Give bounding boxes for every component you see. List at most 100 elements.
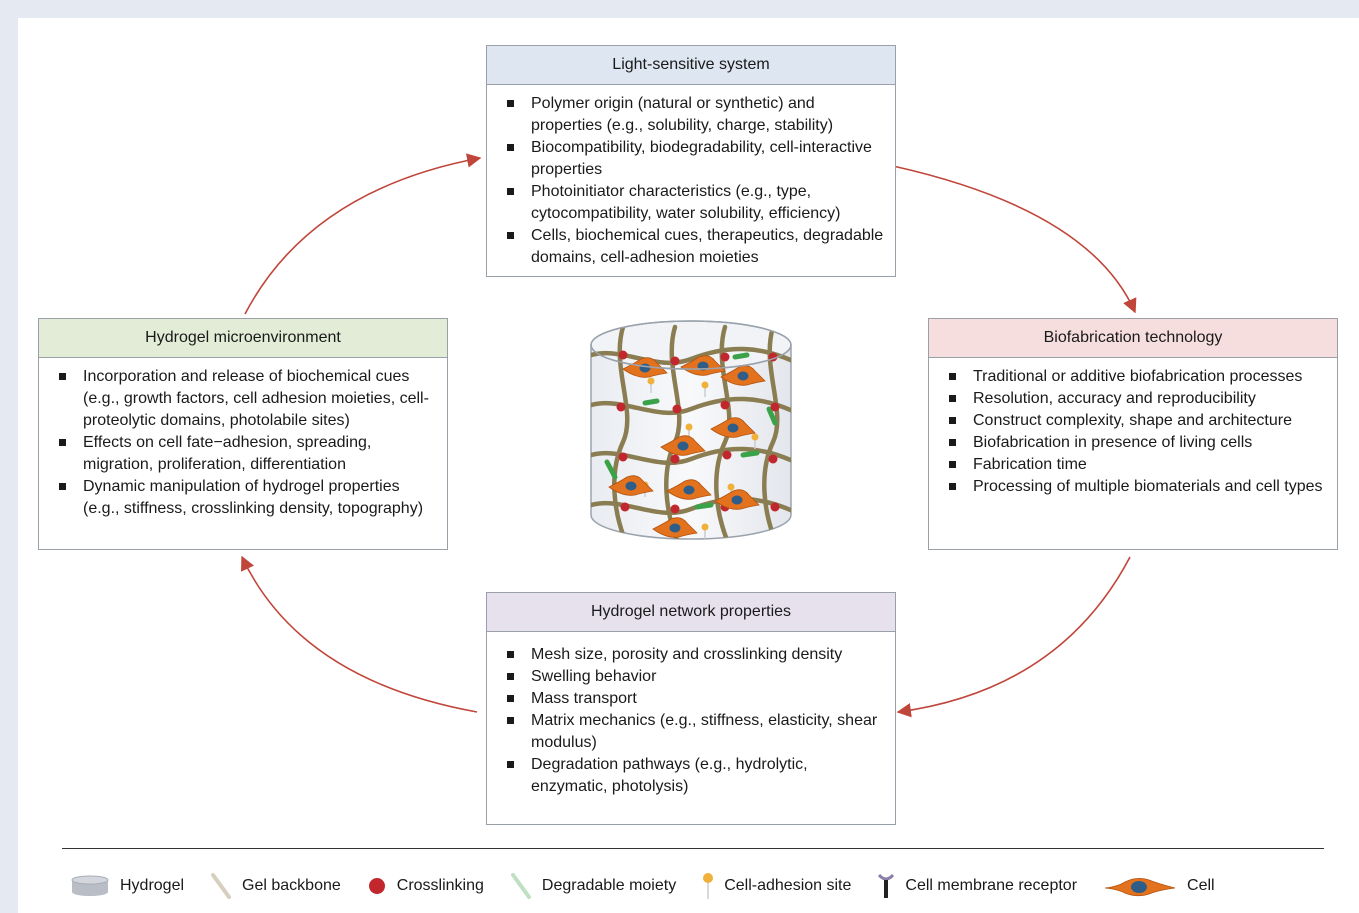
light-sensitive-system-list: Polymer origin (natural or synthetic) an…	[487, 85, 895, 275]
list-item: Cells, biochemical cues, therapeutics, d…	[501, 225, 885, 269]
arrow-network-to-micro	[241, 555, 478, 713]
crosslink-point	[616, 402, 626, 412]
list-item: Resolution, accuracy and reproducibility	[943, 388, 1327, 410]
biofabrication-technology-box: Biofabrication technology Traditional or…	[928, 318, 1338, 550]
list-item: Swelling behavior	[501, 666, 885, 688]
degradable-moiety-segment	[740, 450, 760, 458]
crosslink-point	[670, 356, 680, 366]
cell-nucleus	[677, 441, 689, 451]
legend-label: Gel backbone	[242, 877, 341, 894]
crosslink-point	[670, 454, 680, 464]
cell-nucleus	[731, 495, 743, 505]
cell-adhesion-site	[701, 381, 709, 389]
legend-item-cell-adhesion-site: Cell-adhesion site	[702, 871, 851, 901]
degradable-moiety-segment	[732, 352, 750, 360]
degradable-moiety-icon	[510, 873, 531, 899]
list-item: Degradation pathways (e.g., hydrolytic, …	[501, 754, 885, 798]
hydrogel-microenvironment-list: Incorporation and release of biochemical…	[39, 358, 447, 526]
gel-backbone-strand	[591, 396, 791, 416]
legend-item-hydrogel: Hydrogel	[70, 875, 184, 897]
gel-backbone-strand	[591, 446, 791, 466]
crosslink-point	[768, 454, 778, 464]
legend-item-gel-backbone: Gel backbone	[210, 872, 341, 900]
cell-icon	[1104, 878, 1176, 897]
cell-adhesion-site	[685, 423, 693, 431]
list-item: Dynamic manipulation of hydrogel propert…	[53, 476, 437, 520]
list-item: Mass transport	[501, 688, 885, 710]
cell-adhesion-site	[751, 433, 759, 441]
legend-label: Cell	[1187, 877, 1215, 894]
list-item: Construct complexity, shape and architec…	[943, 410, 1327, 432]
legend-item-cell: Cell	[1103, 874, 1215, 898]
crosslink-point	[618, 452, 628, 462]
gel-backbone-strand	[612, 324, 630, 539]
hydrogel-network-properties-box: Hydrogel network properties Mesh size, p…	[486, 592, 896, 825]
list-item: Incorporation and release of biochemical…	[53, 366, 437, 432]
legend-divider	[62, 848, 1324, 849]
cell-adhesion-site	[647, 377, 655, 385]
cell-nucleus	[639, 363, 651, 373]
list-item: Fabrication time	[943, 454, 1327, 476]
list-item: Polymer origin (natural or synthetic) an…	[501, 93, 885, 137]
gel-backbone-strand	[762, 324, 780, 539]
list-item: Biofabrication in presence of living cel…	[943, 432, 1327, 454]
hydrogel-microenvironment-box: Hydrogel microenvironment Incorporation …	[38, 318, 448, 550]
degradable-moiety-segment	[766, 406, 778, 426]
crosslinking-icon	[368, 878, 385, 894]
list-item: Biocompatibility, biodegradability, cell…	[501, 137, 885, 181]
cell-nucleus	[727, 423, 739, 433]
list-item: Effects on cell fate−adhesion, spreading…	[53, 432, 437, 476]
legend-label: Degradable moiety	[541, 877, 677, 894]
degradable-moiety-segment	[642, 398, 660, 406]
biofabrication-technology-list: Traditional or additive biofabrication p…	[929, 358, 1337, 504]
cell-nucleus	[625, 481, 637, 491]
hydrogel-network-properties-title: Hydrogel network properties	[487, 593, 895, 632]
crosslink-point	[720, 352, 730, 362]
gel-backbone-strand	[591, 346, 791, 366]
crosslink-point	[722, 450, 732, 460]
list-item: Traditional or additive biofabrication p…	[943, 366, 1327, 388]
gel-backbone-icon	[211, 873, 232, 899]
hydrogel-icon	[71, 875, 109, 896]
legend-item-crosslinking: Crosslinking	[367, 876, 484, 896]
gel-backbone-strand	[714, 324, 732, 539]
crosslink-point	[672, 404, 682, 414]
cell-membrane-receptor-icon	[878, 873, 895, 898]
legend-item-degradable-moiety: Degradable moiety	[510, 872, 676, 900]
hydrogel-cylinder-top-rim	[590, 320, 792, 370]
crosslink-point	[620, 502, 630, 512]
light-sensitive-system-box: Light-sensitive system Polymer origin (n…	[486, 45, 896, 277]
list-item: Processing of multiple biomaterials and …	[943, 476, 1327, 498]
legend-label: Hydrogel	[120, 877, 185, 894]
legend-label: Cell-adhesion site	[724, 877, 852, 894]
crosslink-point	[618, 350, 628, 360]
list-item: Photoinitiator characteristics (e.g., ty…	[501, 181, 885, 225]
legend-label: Cell membrane receptor	[905, 877, 1078, 894]
list-item: Mesh size, porosity and crosslinking den…	[501, 644, 885, 666]
legend-label: Crosslinking	[396, 877, 484, 894]
cell-nucleus	[669, 523, 681, 533]
crosslink-point	[720, 400, 730, 410]
arrow-biofab-to-network	[896, 556, 1131, 718]
cell-adhesion-site	[727, 483, 735, 491]
cell-adhesion-site-icon	[703, 873, 714, 899]
hydrogel-network-properties-list: Mesh size, porosity and crosslinking den…	[487, 632, 895, 804]
crosslink-point	[670, 504, 680, 514]
list-item: Matrix mechanics (e.g., stiffness, elast…	[501, 710, 885, 754]
crosslink-point	[770, 402, 780, 412]
cell-nucleus	[737, 371, 749, 381]
crosslink-point	[770, 502, 780, 512]
hydrogel-cylinder-illustration	[590, 320, 792, 540]
cell-adhesion-site	[701, 523, 709, 531]
hydrogel-mesh	[591, 324, 791, 539]
cell-nucleus	[683, 485, 695, 495]
biofabrication-technology-title: Biofabrication technology	[929, 319, 1337, 358]
hydrogel-microenvironment-title: Hydrogel microenvironment	[39, 319, 447, 358]
legend-item-cell-membrane-receptor: Cell membrane receptor	[877, 871, 1077, 901]
legend: Hydrogel Gel backbone Crosslinking Degra…	[70, 868, 1340, 904]
light-sensitive-system-title: Light-sensitive system	[487, 46, 895, 85]
arrow-light-to-biofab	[892, 165, 1137, 314]
degradable-moiety-segment	[694, 502, 714, 510]
degradable-moiety-segment	[604, 459, 618, 480]
